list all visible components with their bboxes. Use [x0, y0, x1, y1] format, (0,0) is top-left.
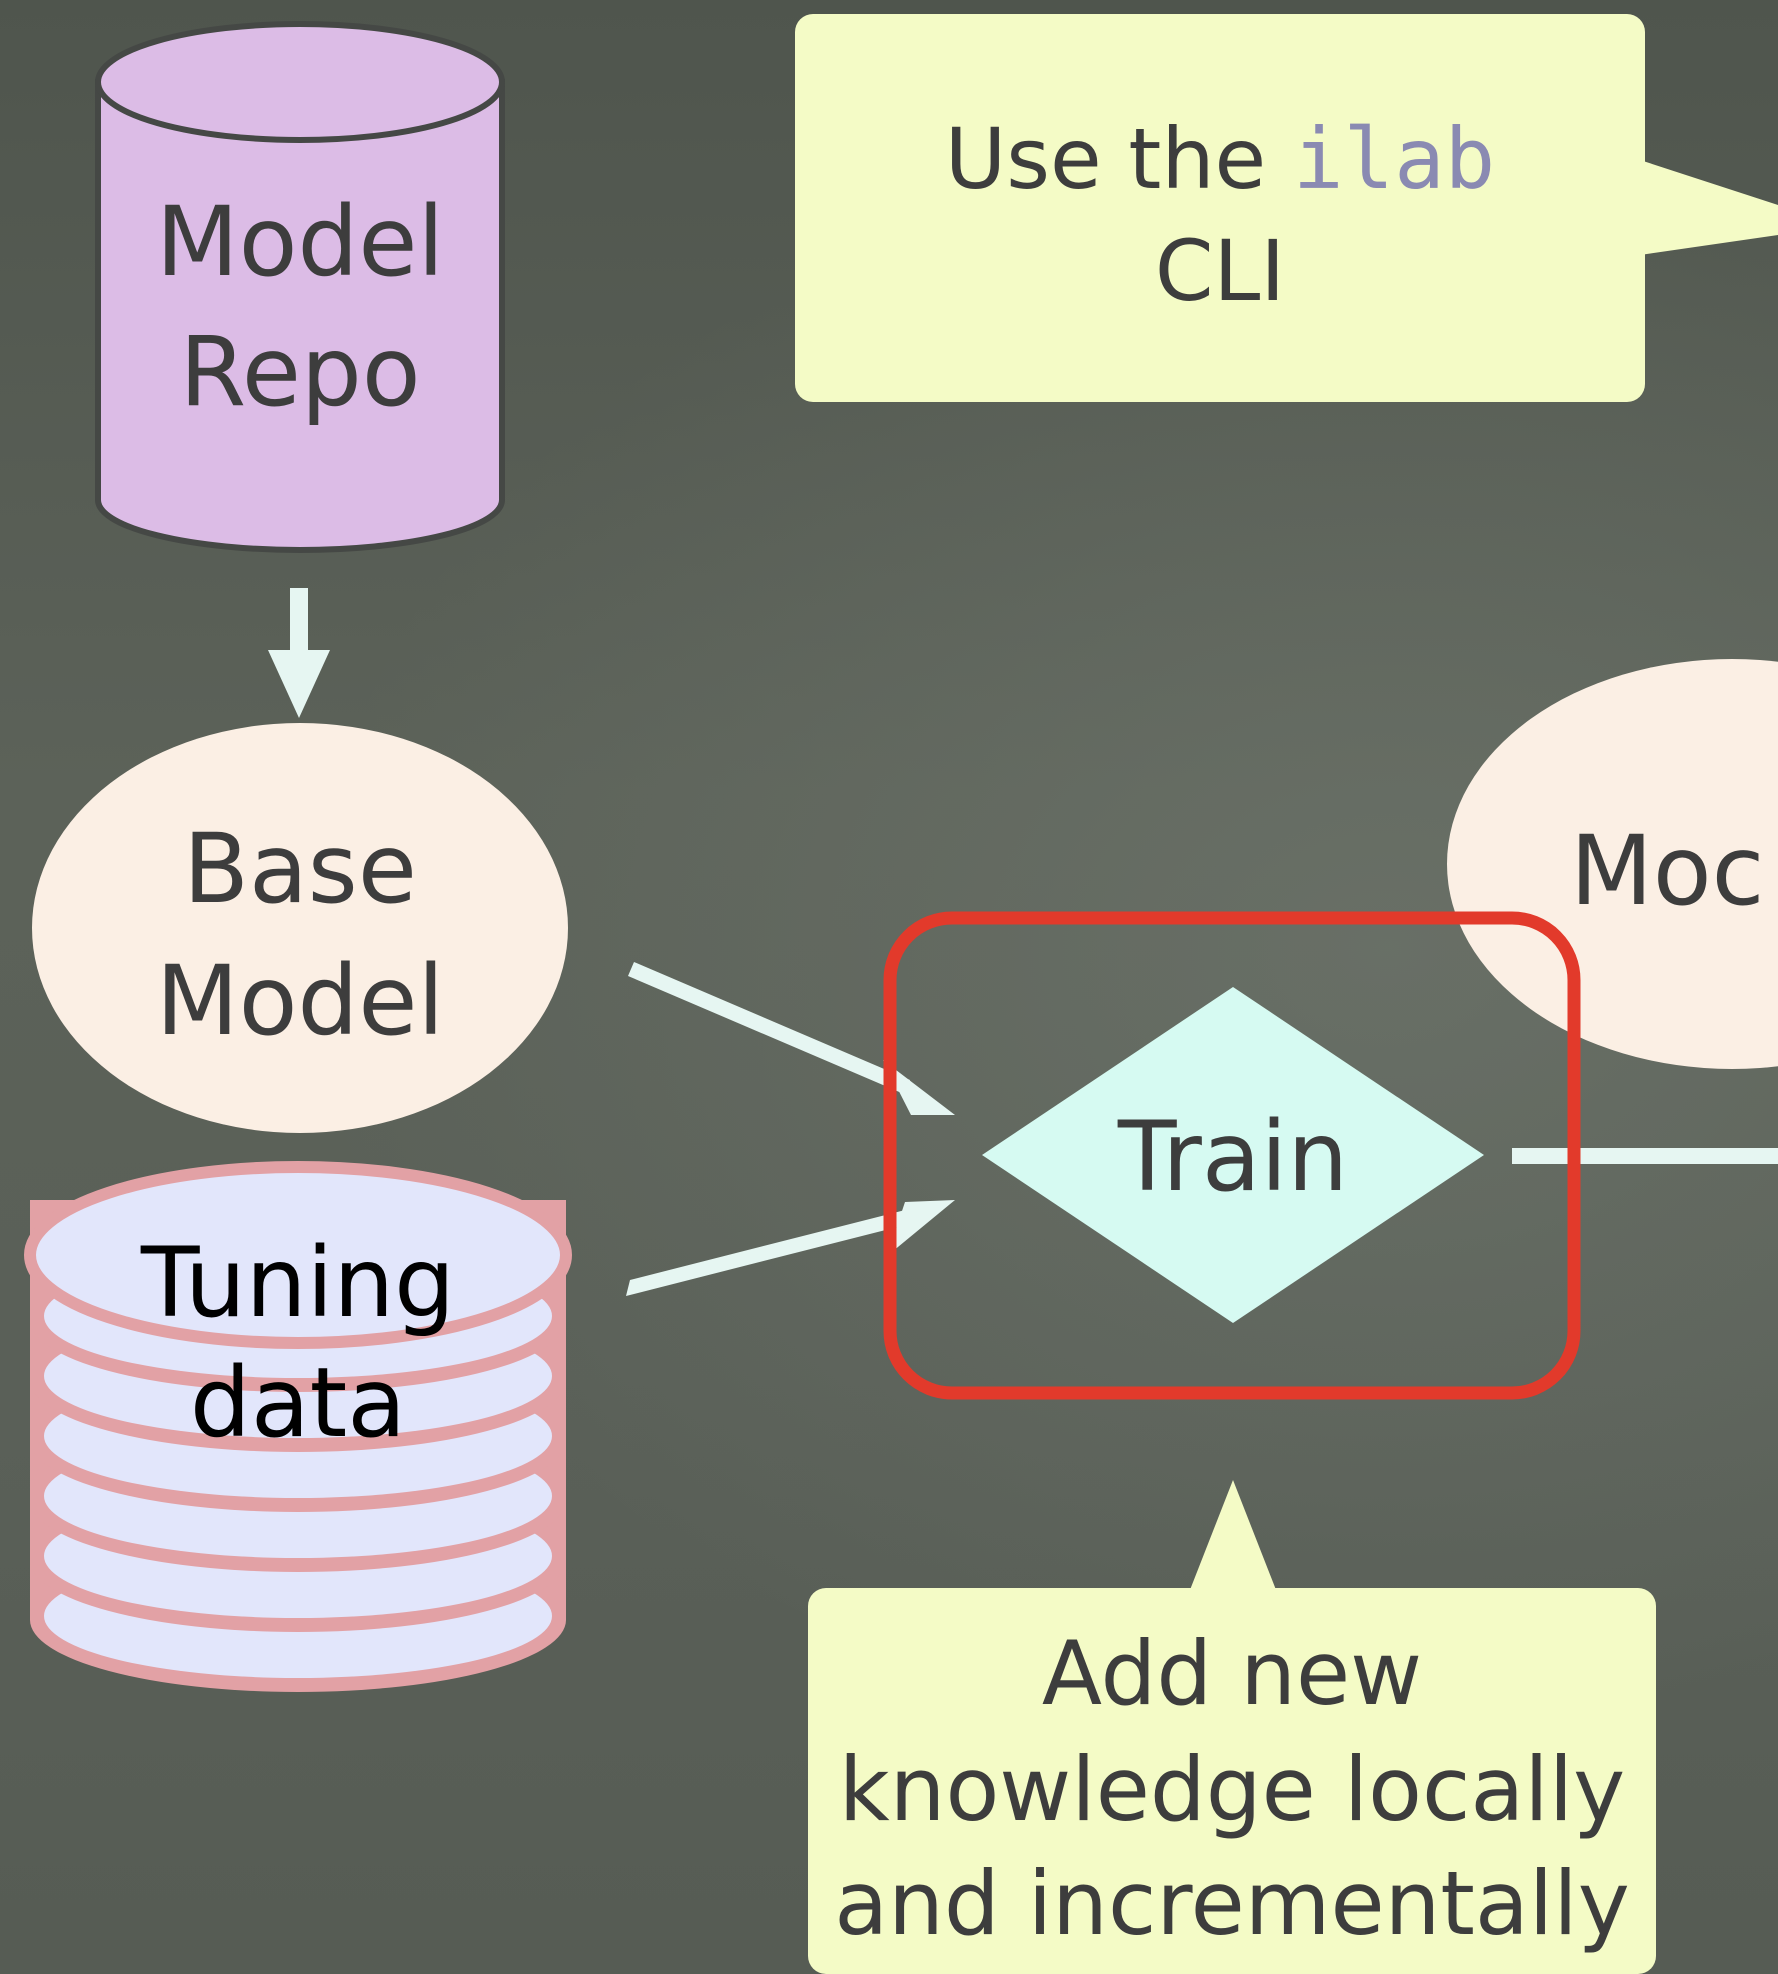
- model-repo-top: [95, 21, 505, 143]
- callout-cli-pointer: [1640, 160, 1778, 255]
- model-repo-label-line2: Repo: [179, 316, 420, 428]
- callout-cli-text-line1: Use the ilab: [945, 110, 1495, 208]
- callout-knowledge-line1: Add new: [1042, 1622, 1422, 1725]
- callout-cli-prefix: Use the: [945, 110, 1293, 208]
- arrow-tuning-to-train-head: [887, 1200, 955, 1256]
- callout-cli-box: [795, 14, 1645, 402]
- base-model-ellipse: [32, 723, 568, 1133]
- base-model-label-line1: Base: [183, 813, 417, 925]
- arrow-repo-to-base-head: [268, 650, 330, 718]
- output-model-node: Moc: [1447, 659, 1778, 1069]
- arrow-tuning-to-train-shaft: [626, 1209, 909, 1296]
- arrow-repo-to-base: [268, 588, 330, 718]
- tuning-data-label-line1: Tuning: [140, 1227, 455, 1339]
- train-highlight-box: [883, 911, 1581, 1400]
- arrow-train-to-output-shaft: [1512, 1148, 1778, 1164]
- callout-knowledge: Add new knowledge locally and incrementa…: [808, 1480, 1656, 1974]
- output-model-ellipse: [1447, 659, 1778, 1069]
- callout-cli: Use the ilab CLI: [795, 14, 1778, 402]
- callout-knowledge-line3: and incrementally: [834, 1852, 1630, 1955]
- arrow-base-to-train-shaft: [628, 962, 910, 1094]
- tuning-data-label-line2: data: [190, 1347, 406, 1459]
- tuning-data-stack: [24, 1161, 572, 1692]
- arrow-repo-to-base-shaft: [290, 588, 308, 658]
- train-label: Train: [1117, 1101, 1348, 1213]
- train-node: Train: [982, 987, 1484, 1323]
- train-diamond: [982, 987, 1484, 1323]
- arrow-tuning-to-train: [626, 1200, 955, 1296]
- arrow-base-to-train: [628, 962, 955, 1115]
- base-model-label-line2: Model: [156, 945, 444, 1057]
- model-repo-body: [95, 79, 505, 553]
- model-repo-label-line1: Model: [156, 186, 444, 298]
- base-model-node: Base Model: [32, 723, 568, 1133]
- callout-knowledge-line2: knowledge locally: [839, 1738, 1626, 1841]
- callout-knowledge-box: [808, 1588, 1656, 1974]
- tuning-disc-top: [24, 1161, 572, 1349]
- tuning-data-labels: Tuning data: [140, 1227, 455, 1459]
- callout-cli-text-line2: CLI: [1155, 222, 1285, 320]
- arrow-base-to-train-head: [883, 1060, 955, 1115]
- callout-knowledge-pointer: [1188, 1480, 1278, 1595]
- output-model-label: Moc: [1570, 815, 1764, 927]
- ilab-command: ilab: [1293, 110, 1495, 208]
- model-repo-cylinder: Model Repo: [95, 21, 505, 553]
